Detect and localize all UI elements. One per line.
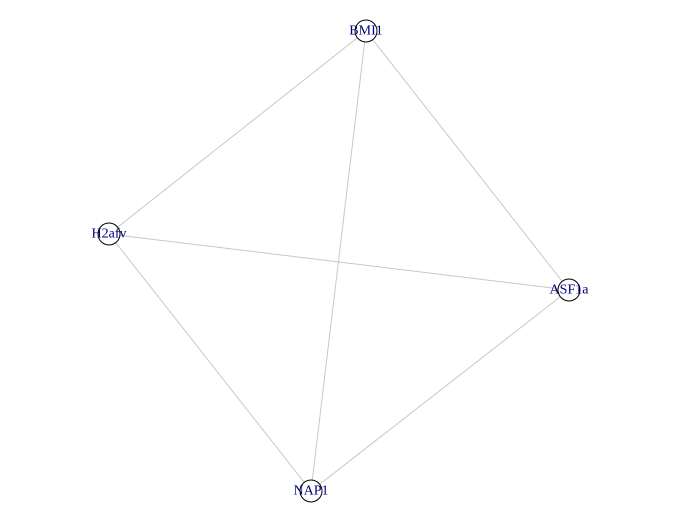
node-label: H2afv xyxy=(92,227,127,242)
edge-bmi1-asf1a xyxy=(365,30,570,291)
nodes-layer: BMI1 H2afv ASF1a NAP1 xyxy=(92,19,590,503)
node-nap1[interactable]: NAP1 xyxy=(293,479,329,503)
node-label: BMI1 xyxy=(349,24,382,39)
edge-bmi1-nap1 xyxy=(310,30,367,492)
node-circle xyxy=(97,222,121,246)
node-label: ASF1a xyxy=(550,283,590,298)
node-bmi1[interactable]: BMI1 xyxy=(349,19,383,43)
node-asf1a[interactable]: ASF1a xyxy=(550,278,590,302)
node-circle xyxy=(299,479,323,503)
edge-h2afv-asf1a xyxy=(108,233,570,291)
edge-bmi1-h2afv xyxy=(108,30,367,235)
node-h2afv[interactable]: H2afv xyxy=(92,222,127,246)
node-circle xyxy=(354,19,378,43)
edges-layer xyxy=(108,30,570,492)
edge-asf1a-nap1 xyxy=(310,289,570,492)
node-label: NAP1 xyxy=(293,484,328,499)
node-circle xyxy=(557,278,581,302)
edge-h2afv-nap1 xyxy=(108,233,312,492)
